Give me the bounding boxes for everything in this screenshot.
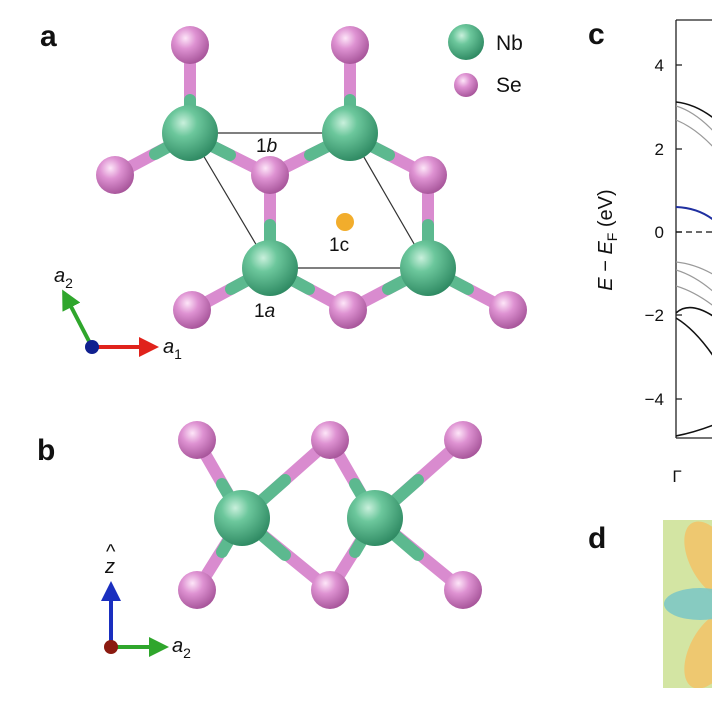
- se-atom: [329, 291, 367, 329]
- a1-label: a1: [163, 336, 182, 362]
- orbital-lobe-yellow: [684, 521, 712, 599]
- site-1c-marker: [336, 213, 354, 231]
- orbital-plot: [663, 520, 712, 688]
- band-line: [676, 306, 712, 317]
- orbital-lobe-yellow: [684, 611, 712, 688]
- band-ylabel: E − EF (eV): [595, 189, 620, 290]
- z-label: z: [104, 556, 115, 578]
- legend-se-label: Se: [496, 74, 522, 97]
- se-atom: [173, 291, 211, 329]
- legend: Nb Se: [448, 24, 523, 97]
- nb-atom: [347, 490, 403, 546]
- se-atom: [178, 571, 216, 609]
- nb-atom: [242, 240, 298, 296]
- axis-origin-side: [104, 640, 118, 654]
- panel-label-b: b: [37, 434, 55, 467]
- ytick-label: −2: [645, 306, 664, 325]
- panel-label-a: a: [40, 20, 57, 53]
- se-atom: [409, 156, 447, 194]
- axis-origin: [85, 340, 99, 354]
- band-line: [676, 317, 712, 356]
- se-atom: [489, 291, 527, 329]
- legend-nb-label: Nb: [496, 32, 523, 55]
- se-atom: [96, 156, 134, 194]
- nb-atom: [322, 105, 378, 161]
- se-atom: [311, 571, 349, 609]
- se-atom: [331, 26, 369, 64]
- ytick-label: 0: [655, 223, 664, 242]
- band-line: [676, 101, 712, 118]
- legend-nb-swatch: [448, 24, 484, 60]
- panel-d: d: [588, 520, 712, 688]
- se-atom: [171, 26, 209, 64]
- site-label-1a: 1a: [254, 301, 275, 322]
- lattice-axes-top: a1 a2: [54, 265, 182, 362]
- nb-atom: [214, 490, 270, 546]
- band-line: [676, 424, 712, 437]
- se-atom: [444, 571, 482, 609]
- site-label-1c: 1c: [329, 235, 349, 256]
- se-atom: [178, 421, 216, 459]
- se-atom: [311, 421, 349, 459]
- se-atom: [444, 421, 482, 459]
- band-lines: [676, 101, 712, 437]
- nb-atom: [162, 105, 218, 161]
- site-label-1b: 1b: [256, 136, 277, 157]
- ytick-label: −4: [645, 390, 664, 409]
- lattice-axes-side: ^ z a2: [101, 541, 191, 661]
- a2-label: a2: [54, 265, 73, 291]
- xtick-label-gamma: Γ: [672, 467, 681, 486]
- legend-se-swatch: [454, 73, 478, 97]
- panel-a: a: [40, 20, 527, 362]
- se-atom: [251, 156, 289, 194]
- ytick-label: 2: [655, 140, 664, 159]
- panel-label-d: d: [588, 522, 606, 555]
- band-line: [676, 285, 712, 306]
- a2-side-label: a2: [172, 635, 191, 661]
- orbital-lobe-teal: [664, 588, 712, 620]
- band-line: [676, 119, 712, 147]
- z-hat: ^: [106, 541, 116, 563]
- panel-label-c: c: [588, 18, 605, 51]
- band-line: [676, 269, 712, 292]
- nb-atom: [400, 240, 456, 296]
- band-line: [676, 261, 712, 275]
- band-line-blue: [676, 206, 712, 221]
- a2-arrow: [62, 289, 94, 348]
- ytick-label: 4: [655, 56, 664, 75]
- band-line: [676, 105, 712, 131]
- panel-c: c E − EF (eV) 4 2 0 −2 −4 Γ: [588, 18, 712, 486]
- panel-b: b: [37, 421, 482, 661]
